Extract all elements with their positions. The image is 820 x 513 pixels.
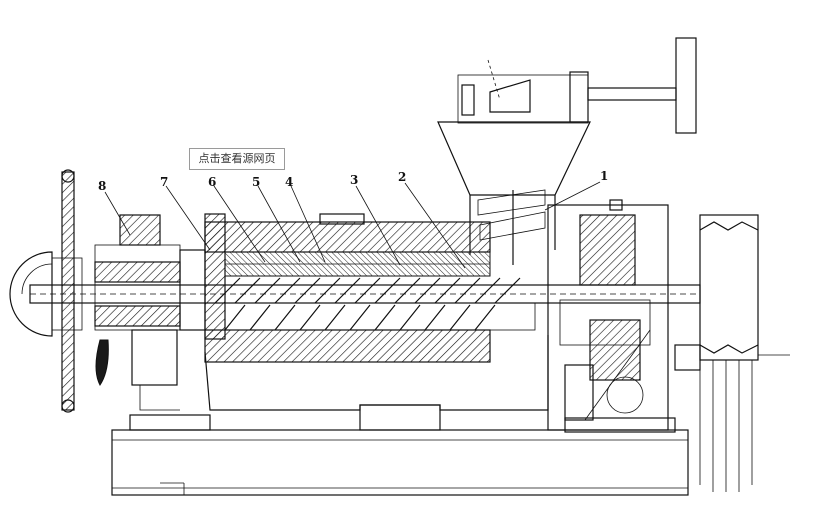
- part-label-8: 8: [98, 179, 106, 193]
- part-label-1: 1: [600, 169, 608, 183]
- cage-ribs: [224, 251, 491, 277]
- pressing-cage: [204, 213, 491, 340]
- machine-base: [111, 404, 689, 496]
- part-label-7: 7: [160, 175, 168, 189]
- part-label-2: 2: [398, 170, 406, 184]
- part-label-4: 4: [285, 175, 293, 189]
- barrel-support: [131, 329, 549, 411]
- feed-hopper: [437, 121, 591, 265]
- gearbox: [547, 199, 669, 431]
- part-labels: 1 2 3 4 5 6 7 8: [98, 169, 608, 193]
- top-drive: [457, 37, 697, 134]
- adjusting-nut: [94, 214, 206, 331]
- view-source-page-link[interactable]: 点击查看源网页: [189, 148, 285, 170]
- screw-flights: [204, 277, 536, 331]
- part-label-3: 3: [350, 173, 358, 187]
- part-label-6: 6: [208, 175, 216, 189]
- part-label-5: 5: [252, 175, 260, 189]
- leader-lines: [104, 181, 601, 269]
- adjusting-handwheel: [9, 169, 109, 413]
- drive-pulley: [674, 214, 790, 492]
